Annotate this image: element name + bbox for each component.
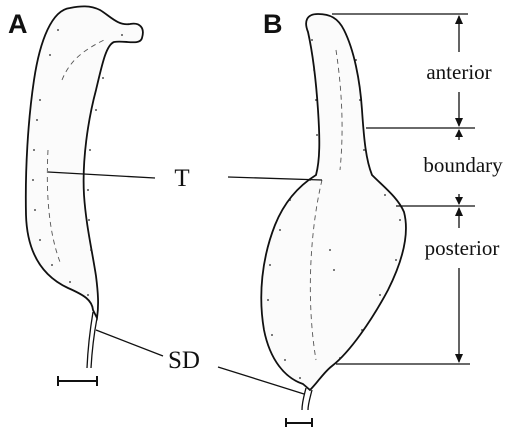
label-sd-leader-a [96,330,163,356]
anterior-arrowhead-up [455,15,463,24]
anterior-arrowhead-down [455,118,463,127]
posterior-arrowhead-down [455,354,463,363]
boundary-arrowhead-up [455,129,463,137]
label-t-leader-b [228,177,322,180]
label-t-group: T [48,165,322,192]
label-t: T [174,165,189,192]
label-boundary: boundary [423,153,503,177]
label-posterior: posterior [425,236,500,260]
scale-bar-a [58,376,97,386]
scale-bar-b [286,418,312,427]
specimen-b-sperm-duct [302,388,312,410]
posterior-arrowhead-up [455,207,463,216]
specimen-b [261,14,406,427]
label-sd: SD [168,347,200,374]
specimen-a [26,6,143,386]
boundary-arrowhead-down [455,197,463,205]
specimen-a-sperm-duct [87,312,97,368]
panel-a-letter: A [8,9,28,39]
label-anterior: anterior [426,60,491,84]
specimen-b-outline [261,14,406,390]
specimen-a-outline [26,6,143,318]
panel-b-letter: B [263,9,283,39]
